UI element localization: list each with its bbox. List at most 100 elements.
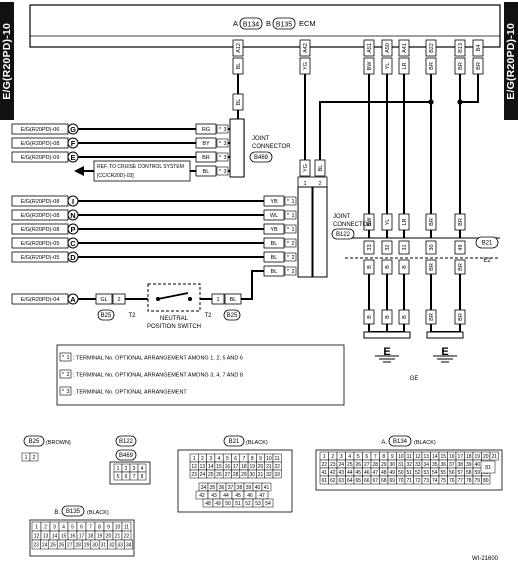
b469-ref-0: E/G(R20PD)-06 [21, 127, 60, 133]
cv-b21-row5-5: 47 [259, 493, 265, 499]
cv-b21-row4-6: 40 [255, 485, 261, 491]
legend-mark-1-star: * [62, 372, 65, 378]
cv-b21-row2-6: 18 [241, 464, 247, 470]
cv-b134-r3-9: 50 [398, 470, 404, 476]
cv-b134-r3-18: 59 [474, 470, 480, 476]
cv-b21-row6-4: 52 [245, 501, 251, 507]
switch-lever [157, 292, 189, 300]
b21-lower-2: B [402, 265, 408, 269]
b21-name: E2 [483, 258, 491, 264]
b469-mark-0: 3 [223, 127, 226, 133]
b21-pin-4-box [454, 240, 466, 255]
cv-b21-row3-5: 28 [233, 472, 239, 478]
cv-b21-row3-9: 32 [266, 472, 272, 478]
b21-pin-2-box [398, 240, 410, 255]
cv-b122-pin-6: 7 [133, 474, 136, 480]
b122-ref-3: E/G(R20PD)-05 [21, 241, 60, 247]
ecm-wire-color-4: LR [402, 62, 408, 69]
cv-b21-row2-5: 17 [233, 464, 239, 470]
ecm-pin-4-box [398, 39, 410, 57]
cv-b134-r2-5: 27 [364, 462, 370, 468]
cv-b134-r4-6: 67 [372, 478, 378, 484]
legend-mark-0-box [59, 352, 72, 362]
diagram-labels: A12BLA42YGA51BWA50YLA41LRB22BRB13BRB4BRB… [11, 39, 500, 406]
cv-b134-r4-16: 77 [457, 478, 463, 484]
cv-b134-r2-6: 28 [372, 462, 378, 468]
ecm-wire-color-5: BR [429, 62, 435, 70]
ecm-pin-2-box [363, 39, 375, 57]
b122-letter-1: N [70, 211, 75, 220]
cv-b134-r4-2: 63 [338, 478, 344, 484]
cv-b122-pin-0: 1 [117, 466, 120, 472]
b122-top-color-l-box [299, 159, 311, 177]
b469-color-2: BR [202, 155, 210, 161]
cv-b134-r4-14: 75 [440, 478, 446, 484]
ecm-name: ECM [299, 19, 316, 28]
cv-b25-pin-2-cell [29, 452, 39, 462]
b122-letter-4: D [70, 253, 76, 262]
cv-b134-r3-3: 44 [347, 470, 353, 476]
b469-letter-2: E [70, 153, 75, 162]
cv-b21-row6-6: 54 [265, 501, 271, 507]
cv-b122-pill: B122 [119, 439, 134, 445]
b21-color-2: LR [402, 218, 408, 225]
ecm-wire-color-6: BR [458, 62, 464, 70]
cv-b134-r1-1: 2 [331, 454, 334, 460]
ecm-pin-5-box [425, 39, 437, 57]
ecm-wire-color-2-box [363, 57, 375, 75]
cv-b134-r1-17: 18 [466, 454, 472, 460]
cv-b25-pin-2: 2 [33, 455, 36, 461]
switch-right-pin-box [211, 293, 225, 305]
b469-color-0-box [195, 123, 217, 135]
b122-color-0: YB [270, 199, 278, 205]
switch-right-conn: B25 [227, 313, 238, 319]
cv-b135-r2-2: 14 [52, 533, 58, 539]
ecm-prefix-a: A [233, 19, 238, 28]
cv-b21-row6-2: 50 [225, 501, 231, 507]
b469-label-2: CONNECTOR [252, 144, 291, 150]
cv-b134-r2-14: 36 [440, 462, 446, 468]
cv-b21-row5-3: 45 [235, 493, 241, 499]
cv-b134-r2-10: 32 [406, 462, 412, 468]
cv-b135-r3-9: 32 [109, 542, 115, 548]
b469-body [229, 118, 245, 178]
b122-mark-sw-star: * [287, 269, 290, 275]
cv-b21-row1-6: 7 [243, 456, 246, 462]
cv-b21-row3-4: 27 [225, 472, 231, 478]
cv-b135-pill: B135 [66, 509, 81, 515]
cv-b21-row3-7: 30 [249, 472, 255, 478]
cv-b134-r4-12: 73 [423, 478, 429, 484]
cv-b21-row2-4: 16 [225, 464, 231, 470]
b469-color-1: BY [202, 141, 210, 147]
b469-mark-0-box [216, 124, 229, 134]
b469-letter-1: F [71, 139, 76, 148]
cv-b134-r3-4: 45 [355, 470, 361, 476]
cv-b135-r2-5: 17 [79, 533, 85, 539]
cv-b134-r4-18: 79 [474, 478, 480, 484]
cv-b135-r3-7: 30 [92, 542, 98, 548]
b122-body-r [312, 186, 328, 278]
b21-color-1-box [381, 213, 393, 231]
cv-b134-r4-8: 69 [389, 478, 395, 484]
switch-left-conn-pill [97, 309, 115, 321]
cv-b134-r4-3: 64 [347, 478, 353, 484]
cv-b134-r4-9: 70 [398, 478, 404, 484]
ecm-wire-color-7-box [472, 57, 484, 75]
cv-b21-row3-6: 29 [241, 472, 247, 478]
cv-b134-r2-11: 33 [415, 462, 421, 468]
cv-b21-pill: B21 [229, 439, 240, 445]
b469-mark-2-star: * [219, 155, 222, 161]
arrow-left [74, 166, 84, 176]
wire-shield [319, 101, 431, 160]
switch-name-1: NEUTRAL [160, 316, 189, 322]
cv-b135-r3-8: 31 [101, 542, 107, 548]
cv-b134-r1-19: 20 [483, 454, 489, 460]
ecm-wire-color-1: YG [303, 62, 309, 70]
cv-b134-r3-13: 54 [432, 470, 438, 476]
b122-ref-4: E/G(R20PD)-05 [21, 255, 60, 261]
cv-b134-r3-5: 46 [364, 470, 370, 476]
cv-b135-r3-0: 23 [33, 542, 39, 548]
b122-mark-1: 1 [291, 213, 294, 219]
b469-ref-box [93, 160, 191, 182]
cv-b135-r1-9: 10 [115, 524, 121, 530]
